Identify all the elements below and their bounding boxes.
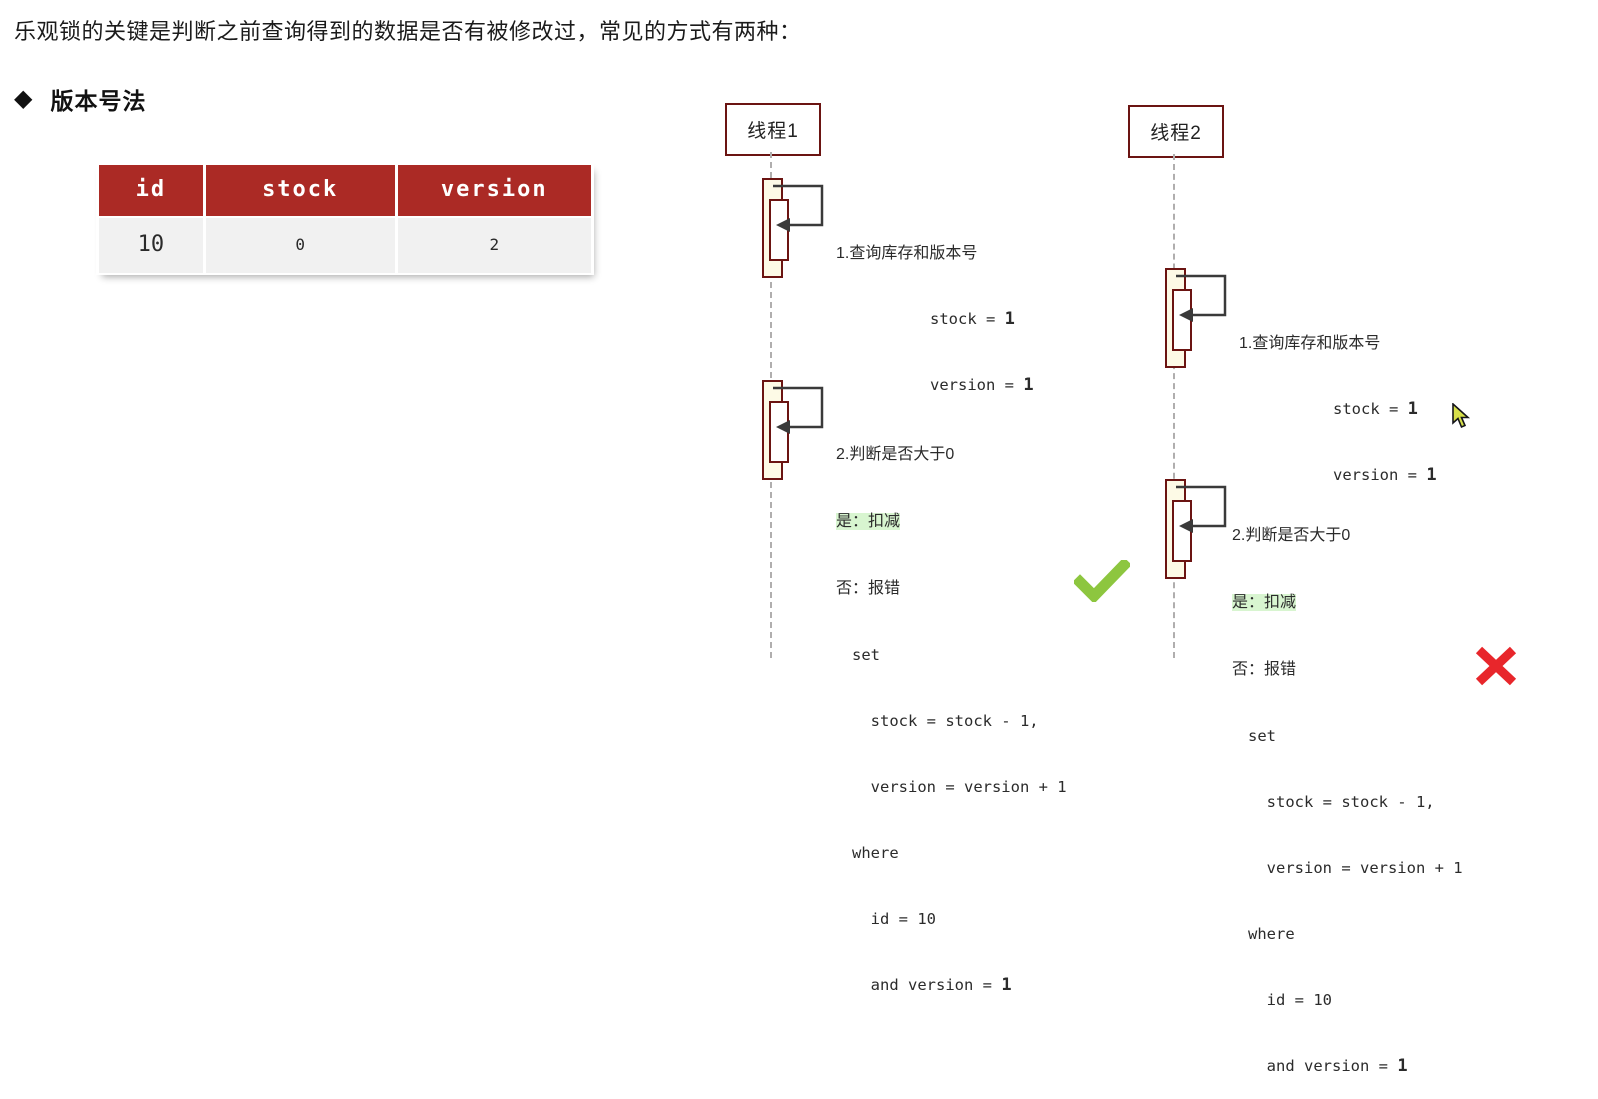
note1-stock-value: 1 xyxy=(1004,309,1015,329)
activation-bar-thread1-step1-inner xyxy=(769,199,789,261)
table-header-row: id stock version xyxy=(99,165,591,216)
note3-step-label: 1.查询库存和版本号 xyxy=(1239,335,1381,352)
note2-no-branch: 否：报错 xyxy=(836,580,901,597)
note1-stock-label: stock = xyxy=(930,310,1005,328)
note-thread1-step2: 2.判断是否大于0 是：扣减 否：报错 set stock = stock - … xyxy=(836,399,1067,1018)
note1-version-label: version = xyxy=(930,376,1024,394)
stock-table-element: id stock version 10 0 2 xyxy=(96,163,594,275)
note4-yes-branch: 是：扣减 xyxy=(1232,594,1297,611)
note2-version-value: 1 xyxy=(1001,975,1012,995)
success-check-icon xyxy=(1074,560,1130,602)
note4-version-value: 1 xyxy=(1397,1056,1408,1076)
stock-table: id stock version 10 0 2 xyxy=(96,163,594,275)
note2-sql-version: version = version + 1 xyxy=(852,778,1067,796)
note2-sql-where: where xyxy=(852,844,899,862)
activation-bar-thread2-step2-inner xyxy=(1172,500,1192,562)
activation-bar-thread1-step2-inner xyxy=(769,401,789,463)
note2-sql-id: id = 10 xyxy=(852,910,936,928)
note2-step-label: 2.判断是否大于0 xyxy=(836,446,955,463)
note4-step-label: 2.判断是否大于0 xyxy=(1232,527,1351,544)
table-row: 10 0 2 xyxy=(99,218,591,273)
cell-id: 10 xyxy=(99,218,203,273)
actor-box-thread2: 线程2 xyxy=(1128,105,1224,158)
actor-label-thread1: 线程1 xyxy=(747,121,799,142)
note3-stock-value: 1 xyxy=(1407,399,1418,419)
actor-box-thread1: 线程1 xyxy=(725,103,821,156)
intro-paragraph: 乐观锁的关键是判断之前查询得到的数据是否有被修改过，常见的方式有两种： xyxy=(14,19,802,44)
note4-sql-version: version = version + 1 xyxy=(1248,859,1463,877)
note4-sql-set: set xyxy=(1248,727,1276,745)
note2-sql-and-version: and version = xyxy=(852,976,1002,994)
column-header-stock: stock xyxy=(205,165,395,216)
cell-stock: 0 xyxy=(205,218,395,273)
note1-version-value: 1 xyxy=(1023,375,1034,395)
note3-version-value: 1 xyxy=(1426,465,1437,485)
activation-bar-thread2-step1-inner xyxy=(1172,289,1192,351)
column-header-version: version xyxy=(397,165,591,216)
note2-sql-set: set xyxy=(852,646,880,664)
note-thread2-step1: 1.查询库存和版本号 stock = 1 version = 1 xyxy=(1239,288,1437,508)
note4-sql-and-version: and version = xyxy=(1248,1057,1398,1075)
actor-label-thread2: 线程2 xyxy=(1150,123,1202,144)
note-thread1-step1: 1.查询库存和版本号 stock = 1 version = 1 xyxy=(836,198,1034,418)
note2-yes-branch: 是：扣减 xyxy=(836,513,901,530)
note2-sql-stock: stock = stock - 1, xyxy=(852,712,1039,730)
note1-step-label: 1.查询库存和版本号 xyxy=(836,245,978,262)
note4-no-branch: 否：报错 xyxy=(1232,661,1297,678)
section-heading-label: 版本号法 xyxy=(50,88,147,114)
note4-sql-id: id = 10 xyxy=(1248,991,1332,1009)
column-header-id: id xyxy=(99,165,203,216)
diamond-bullet-icon: ◆ xyxy=(14,85,33,112)
note-thread2-step2: 2.判断是否大于0 是：扣减 否：报错 set stock = stock - … xyxy=(1232,480,1463,1099)
note3-version-label: version = xyxy=(1333,466,1427,484)
note4-sql-where: where xyxy=(1248,925,1295,943)
cell-version: 2 xyxy=(397,218,591,273)
note3-stock-label: stock = xyxy=(1333,400,1408,418)
note4-sql-stock: stock = stock - 1, xyxy=(1248,793,1435,811)
section-heading: ◆ 版本号法 xyxy=(14,82,146,116)
failure-cross-icon xyxy=(1475,646,1517,686)
lifeline-thread2 xyxy=(1173,154,1175,658)
mouse-cursor-icon xyxy=(1452,403,1471,429)
